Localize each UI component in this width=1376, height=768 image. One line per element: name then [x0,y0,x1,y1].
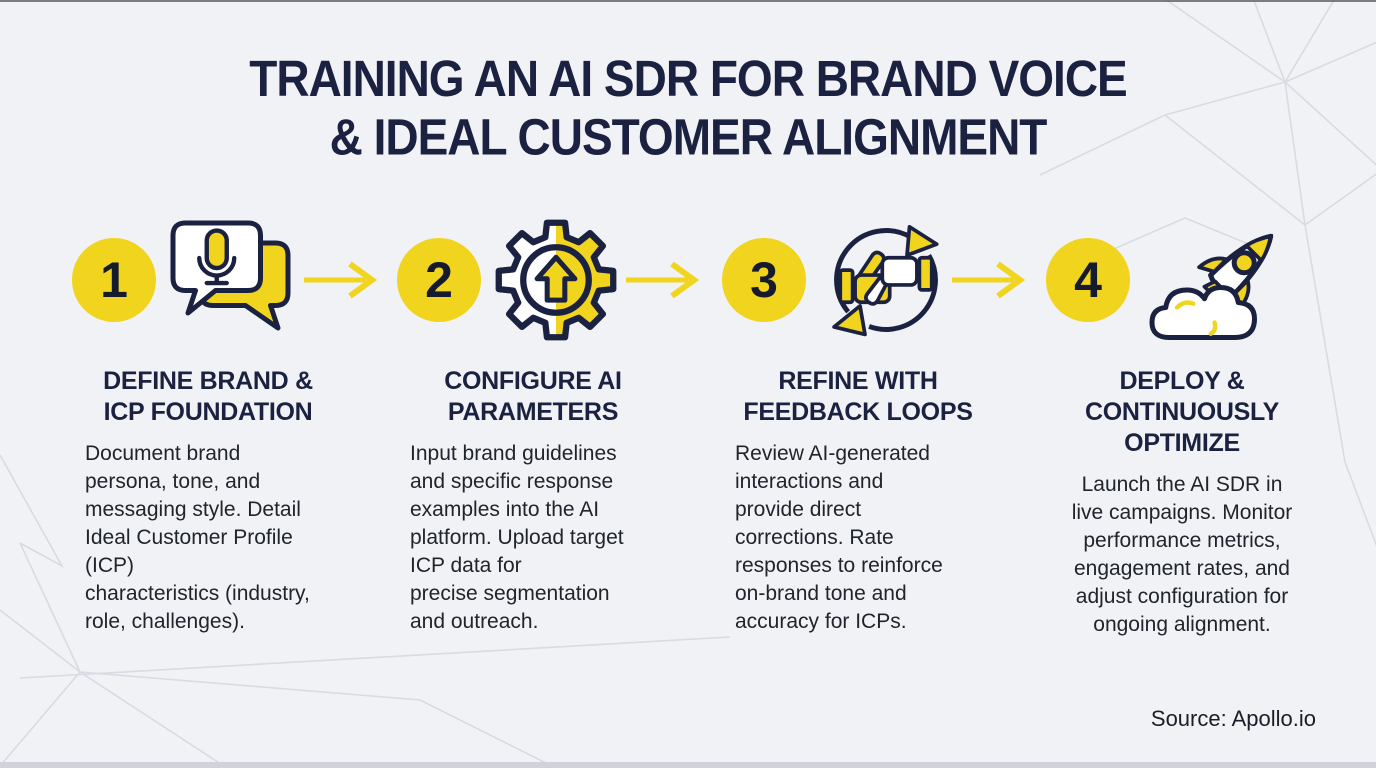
bottom-border-line [0,762,1376,768]
step-3-description: Review AI-generated interactions and pro… [735,442,943,633]
step-4-icon-row: 4 [1032,210,1332,350]
step-1-title: DEFINE BRAND & ICP FOUNDATION [103,367,313,426]
source-attribution: Source: Apollo.io [1150,706,1316,731]
step-4-description: Launch the AI SDR in live campaigns. Mon… [1071,473,1293,636]
step-3-column: 3 REFINE WITH FEEDBACK LOOPS Review AI-g… [708,210,1008,636]
thumbs-feedback-loop-icon [832,224,939,337]
step-1-column: 1 DEFINE BRAND & ICP FOUNDATION Document… [58,210,358,636]
gear-upload-icon [495,219,617,341]
step-3-title: REFINE WITH FEEDBACK LOOPS [743,367,973,426]
step-1-description: Document brand persona, tone, and messag… [85,442,310,633]
step-2-icon-row: 2 [383,210,683,350]
step-4-number-badge: 4 [1046,238,1130,322]
step-1-icon-row: 1 [58,210,358,350]
page-title: TRAINING AN AI SDR FOR BRAND VOICE & IDE… [249,50,1128,166]
step-2-column: 2 CONFIGURE AI PARAMETERS Input brand gu… [383,210,683,636]
step-2-number-badge: 2 [397,238,481,322]
step-3-icon-row: 3 [708,210,1008,350]
step-2-description: Input brand guidelines and specific resp… [410,442,624,633]
step-1-number-badge: 1 [72,238,156,322]
flow-arrow-icon [626,261,700,299]
top-border-line [0,0,1376,2]
step-3-number-badge: 3 [722,238,806,322]
flow-arrow-icon [304,261,378,299]
step-4-column: 4 DEPLOY & CONTINUOUSLY OPTIMIZE Launch … [1032,210,1332,639]
flow-arrow-icon [952,261,1026,299]
chat-microphone-icon [170,220,291,330]
step-2-title: CONFIGURE AI PARAMETERS [444,367,622,426]
step-4-title: DEPLOY & CONTINUOUSLY OPTIMIZE [1084,367,1280,457]
rocket-launch-cloud-icon [1149,233,1274,340]
